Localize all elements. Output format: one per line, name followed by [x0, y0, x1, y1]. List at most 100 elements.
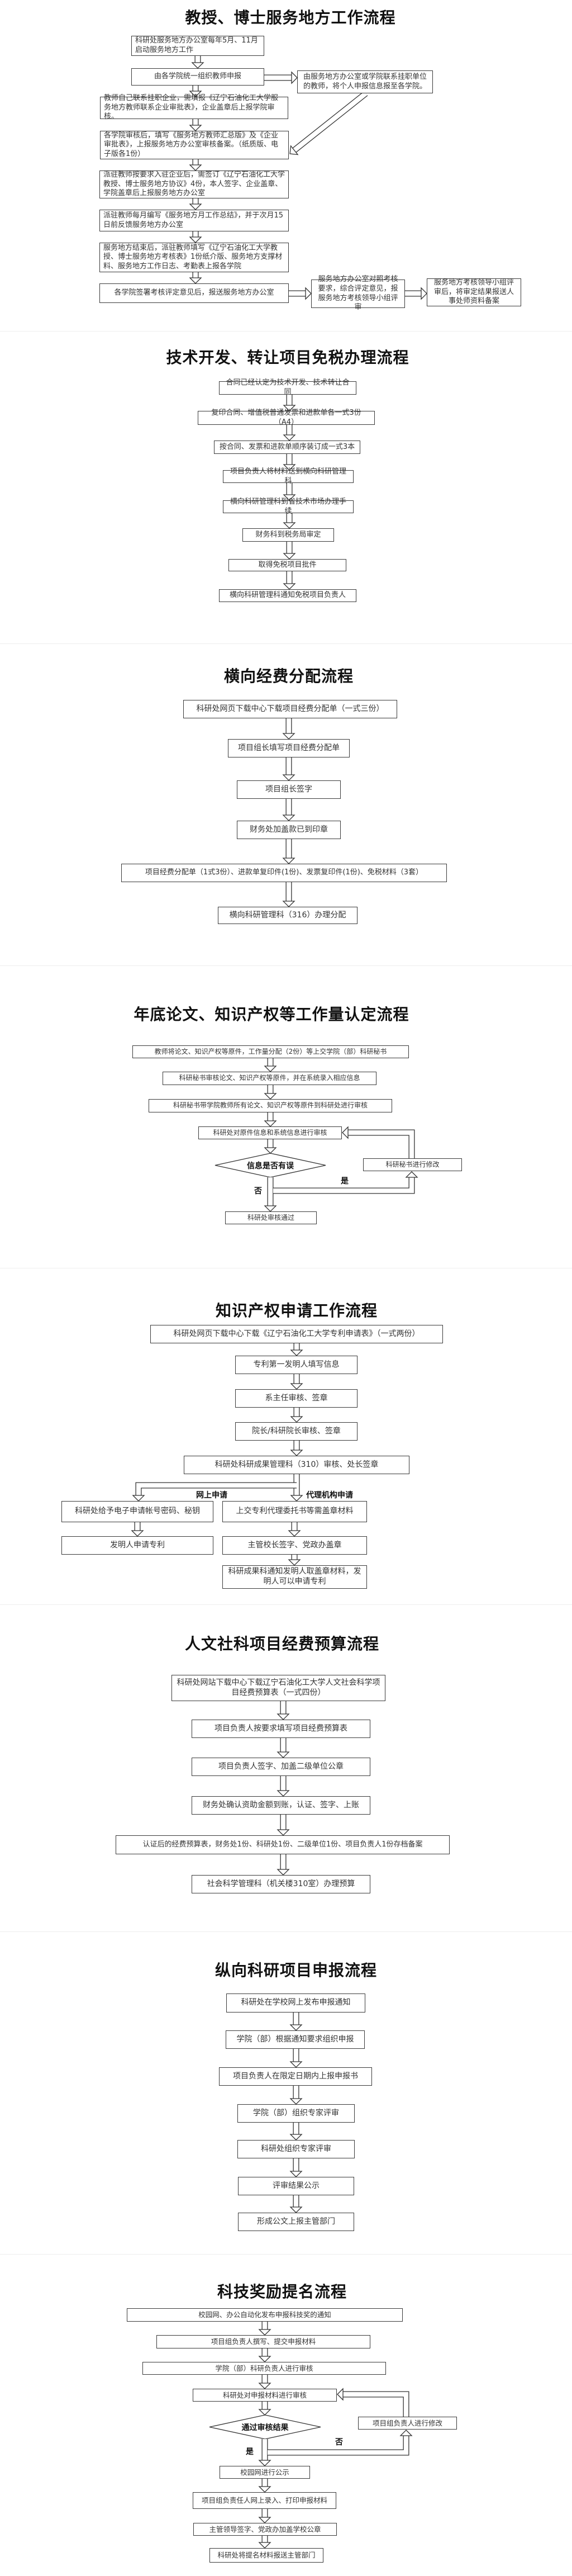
flow-arrow — [268, 2430, 413, 2456]
step-box: 教师自己联系挂职企业，需填报《辽宁石油化工大学服务地方教师联系企业审批表》，企业… — [100, 94, 288, 121]
step-text: 派驻教师按要求入驻企业后，需签订《辽宁石油化工大学教授、博士服务地方协议》4份，… — [103, 171, 285, 198]
step-text: 由各学院统一组织教师申报 — [154, 72, 241, 81]
section-divider — [0, 1931, 572, 1932]
section-title: 横向经费分配流程 — [223, 667, 354, 685]
step-box: 科研处网站下载中心下载辽宁石油化工大学人文社会科学项目经费预算表（一式四份） — [171, 1675, 385, 1701]
step-text: 科研处科研成果管理科（310）审核、处长签章 — [214, 1460, 379, 1469]
flow-arrow — [277, 1701, 290, 1720]
flow-arrow — [258, 2375, 271, 2389]
step-text: 科研秘书进行修改 — [385, 1160, 440, 1168]
flow-arrow — [273, 1171, 418, 1194]
step-box: 派驻教师按要求入驻企业后，需签订《辽宁石油化工大学教授、博士服务地方协议》4份，… — [99, 171, 289, 198]
flow-arrow — [264, 1177, 277, 1212]
flow-arrow — [283, 425, 296, 441]
step-box: 项目负责人将材料送到横向科研管理科 — [223, 467, 354, 485]
yes-label: 是 — [341, 1177, 349, 1186]
flow-arrow — [405, 287, 427, 300]
flow-arrow — [132, 1482, 297, 1502]
step-text: 科研处将提名材料报送主管部门 — [217, 2551, 316, 2559]
step-box: 项目组长填写项目经费分配单 — [228, 739, 350, 757]
step-text: 项目负责人将材料送到横向科研管理科 — [230, 467, 346, 485]
step-box: 按合同、发票和进款单顺序装订成一式3本 — [214, 441, 360, 454]
step-text: 学院（部）组织专家评审 — [253, 2108, 339, 2118]
step-text: 科研秘书审核论文、知识产权等原件，并在系统录入相应信息 — [179, 1074, 360, 1082]
step-text: 项目组负责人撰写、提交申报材料 — [211, 2337, 316, 2346]
section-title: 年底论文、知识产权等工作量认定流程 — [134, 1005, 409, 1024]
step-box: 发明人申请专利 — [61, 1536, 213, 1555]
flow-arrow — [258, 2322, 271, 2336]
flow-arrow — [283, 483, 296, 501]
step-box: 项目负责人按要求填写项目经费预算表 — [192, 1720, 370, 1738]
step-box: 科研处组织专家评审 — [237, 2140, 355, 2158]
step-box: 科研处对申报材料进行审核 — [193, 2389, 337, 2402]
flow-arrow — [282, 757, 295, 781]
step-text: 科研处网页下载中心下载《辽宁石油化工大学专利申请表》（一式两份） — [173, 1329, 420, 1338]
step-text: 科研处网页下载中心下载项目经费分配单（一式三份） — [196, 704, 384, 713]
flow-arrow — [290, 1441, 303, 1456]
no-label: 否 — [335, 2438, 343, 2447]
step-box: 评审结果公示 — [238, 2177, 354, 2195]
step-text: 科研处在学校网上发布申报通知 — [241, 1998, 351, 2007]
flow-arrow — [277, 1738, 290, 1758]
step-text: 科研处给予电子申请帐号密码、秘钥 — [75, 1507, 200, 1516]
step-text: 认证后的经费预算表，财务处1份、科研处1份、二级单位1份、项目负责人1份存档备案 — [142, 1840, 423, 1849]
step-box: 财务处确认资助金额到账，认证、签字、上账 — [192, 1796, 370, 1815]
flow-arrow — [258, 2536, 271, 2549]
flow-arrow — [288, 1522, 301, 1537]
step-box: 项目组负责任人网上录入、打印申报材料 — [193, 2492, 336, 2509]
side-box: 科研秘书进行修改 — [363, 1158, 462, 1171]
step-text: 横向科研管理科通知免税项目负责人 — [229, 591, 346, 600]
flow-arrow — [282, 839, 295, 864]
section-divider — [0, 965, 572, 966]
flow-arrow — [283, 513, 296, 529]
flow-arrow — [282, 799, 295, 821]
section-divider — [0, 331, 572, 332]
decision-diamond — [209, 2414, 321, 2440]
flow-arrow — [264, 1139, 277, 1154]
step-text: 按合同、发票和进款单顺序装订成一式3本 — [219, 442, 355, 451]
step-text: 财务处确认资助金额到账，认证、签字、上账 — [203, 1800, 359, 1810]
flow-arrow — [283, 542, 296, 560]
step-box: 主管领导签字、党政办加盖学校公章 — [193, 2523, 337, 2536]
no-label: 否 — [254, 1187, 262, 1196]
flow-arrow — [189, 272, 202, 284]
step-text: 教师自己联系挂职企业，需填报《辽宁石油化工大学服务地方教师联系企业审批表》，企业… — [104, 94, 279, 121]
step-text: 系主任审核、签章 — [265, 1393, 328, 1403]
step-text: 派驻教师每月编写《服务地方月工作总结》，并于次月15日前反馈服务地方办公室 — [103, 211, 284, 229]
flow-arrow — [258, 2509, 271, 2523]
step-text: 科研处网站下载中心下载辽宁石油化工大学人文社会科学项目经费预算表（一式四份） — [177, 1678, 380, 1697]
step-text: 项目组长签字 — [265, 784, 312, 794]
step-text: 取得免税项目批件 — [258, 560, 317, 569]
decision-text: 通过审核结果 — [241, 2423, 289, 2432]
side-box: 服务地方考核领导小组评审后，将审定结果报送人事处师资料备案 — [427, 278, 521, 306]
flow-arrow — [289, 2012, 303, 2031]
step-text: 科研秘书带学院教师所有论文、知识产权等原件到科研处进行审核 — [173, 1101, 368, 1110]
step-text: 科研处组织专家评审 — [261, 2144, 331, 2153]
step-box: 派驻教师每月编写《服务地方月工作总结》，并于次月15日前反馈服务地方办公室 — [99, 210, 289, 231]
step-box: 学院（部）科研负责人进行审核 — [142, 2362, 386, 2375]
step-text: 服务地方办公室对照考核要求，综合评定意见，报服务地方考核领导小组评审 — [318, 275, 398, 312]
step-text: 科研处服务地方办公室每年5月、11月启动服务地方工作 — [135, 36, 258, 54]
step-box: 院长/科研院长审核、签章 — [235, 1422, 358, 1441]
step-box: 取得免税项目批件 — [228, 559, 346, 571]
decision-text: 信息是否有误 — [247, 1161, 294, 1171]
step-box: 项目组长签字 — [237, 780, 341, 799]
flow-arrow — [264, 1112, 277, 1127]
step-box: 上交专利代理委托书等需盖章材料 — [222, 1501, 367, 1522]
section-divider — [0, 1604, 572, 1605]
step-text: 合同已经认定为技术开发、技术转让合同 — [226, 378, 350, 396]
step-box: 科研秘书带学院教师所有论文、知识产权等原件到科研处进行审核 — [149, 1099, 392, 1112]
step-box: 科研处对原件信息和系统信息进行审核 — [198, 1126, 342, 1139]
step-text: 服务地方结束后，派驻教师填写《辽宁石油化工大学教授、博士服务地方考核表》1份纸介… — [103, 243, 283, 271]
section-divider — [0, 2254, 572, 2255]
agency-branch-label: 代理机构申请 — [306, 1491, 353, 1500]
step-box: 横向科研管理科到省技术市场办理手续 — [223, 498, 354, 515]
flow-arrow — [283, 571, 296, 590]
flow-arrow — [282, 718, 295, 740]
flow-arrow — [342, 1126, 415, 1158]
section-title: 技术开发、转让项目免税办理流程 — [166, 348, 409, 367]
flow-arrow — [189, 86, 202, 97]
step-text: 项目负责人在限定日期内上报申报书 — [233, 2071, 358, 2081]
flow-arrow — [337, 2388, 409, 2417]
